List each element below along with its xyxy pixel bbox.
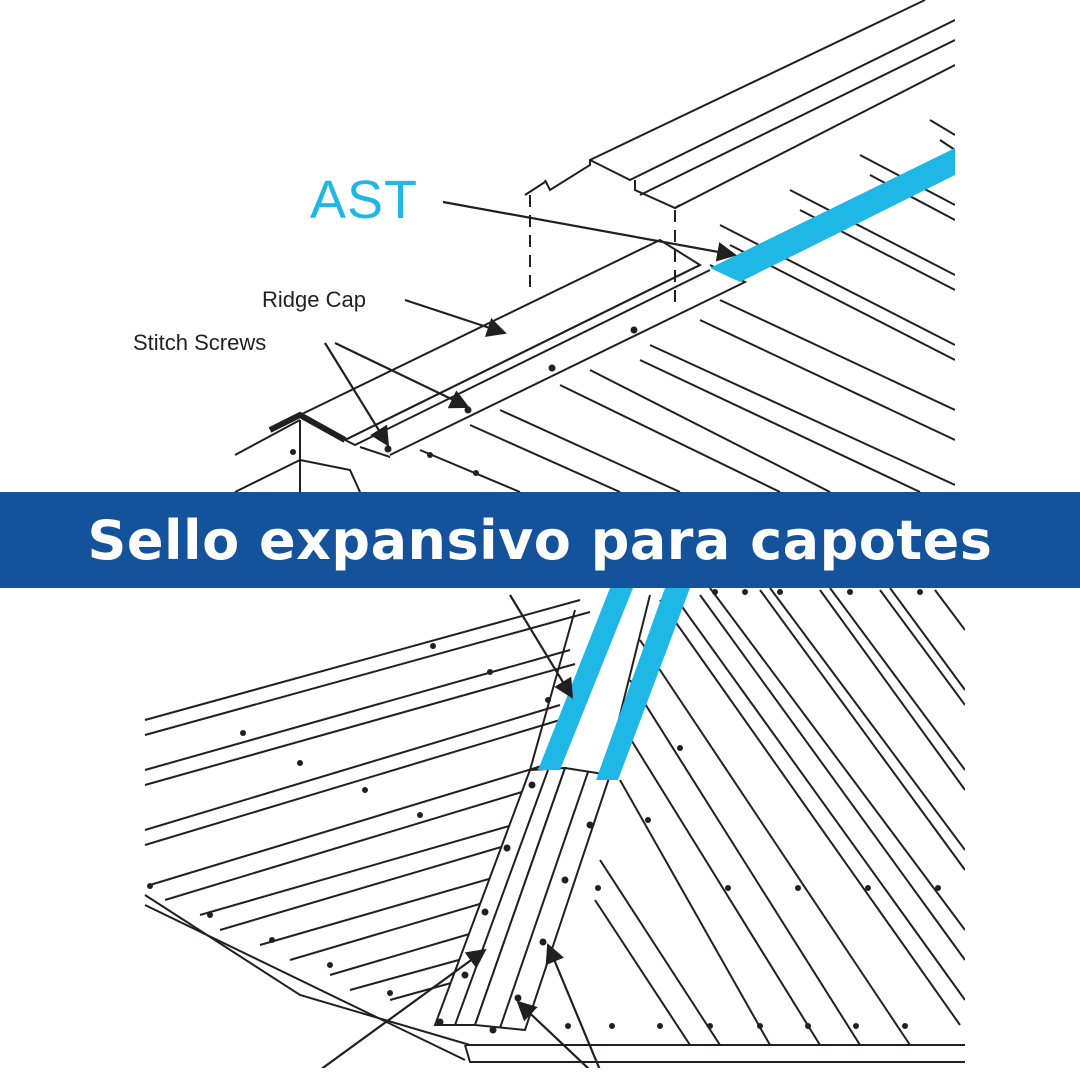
right-slope-ribs bbox=[594, 588, 965, 1046]
hip-cap-illustration bbox=[144, 588, 965, 1068]
banner-background bbox=[0, 492, 1080, 588]
ridge-cap bbox=[299, 238, 748, 458]
leader-arrows bbox=[324, 200, 737, 447]
stitch-screws-label: Stitch Screws bbox=[133, 330, 267, 355]
left-slope-ribs bbox=[144, 599, 591, 1001]
title-banner: Sello expansivo para capotes bbox=[0, 492, 1080, 588]
stitch-screws bbox=[290, 326, 638, 476]
stitch-screws-bottom bbox=[147, 589, 941, 1034]
ast-tape-hip bbox=[538, 588, 690, 780]
hip-cap bbox=[433, 594, 651, 1032]
ast-tape bbox=[710, 148, 955, 282]
ridge-end bbox=[234, 411, 361, 492]
left-eave bbox=[144, 894, 471, 1061]
ridge-cap-label: Ridge Cap bbox=[262, 287, 366, 312]
dashed-guides bbox=[529, 195, 676, 305]
banner-title: Sello expansivo para capotes bbox=[87, 508, 993, 572]
leader-arrows-bottom bbox=[320, 594, 601, 1068]
roof-panel-ribs bbox=[419, 119, 955, 492]
right-eave bbox=[464, 1044, 965, 1063]
ast-label: AST bbox=[310, 170, 419, 230]
upper-ridge-cap bbox=[524, 0, 955, 210]
ridge-cap-illustration bbox=[234, 0, 955, 492]
